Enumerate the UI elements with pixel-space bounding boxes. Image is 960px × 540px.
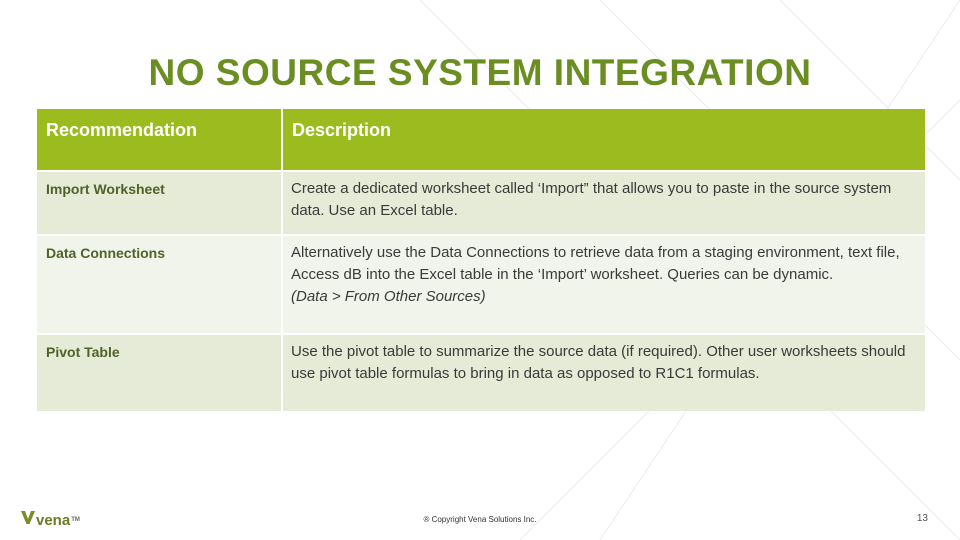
- recommendation-description: Alternatively use the Data Connections t…: [281, 234, 925, 334]
- page-number: 13: [916, 513, 928, 524]
- table-row: Data Connections Alternatively use the D…: [37, 234, 925, 334]
- description-text: Create a dedicated worksheet called ‘Imp…: [291, 180, 892, 219]
- recommendation-name: Import Worksheet: [37, 170, 282, 235]
- table-header-row: Recommendation Description: [37, 109, 925, 171]
- copyright-notice: ® Copyright Vena Solutions Inc.: [423, 515, 537, 524]
- description-note: (Data > From Other Sources): [291, 288, 486, 305]
- recommendation-description: Use the pivot table to summarize the sou…: [281, 333, 925, 411]
- vena-logo-trademark: TM: [71, 517, 80, 523]
- table-row: Import Worksheet Create a dedicated work…: [37, 170, 925, 235]
- recommendation-description: Create a dedicated worksheet called ‘Imp…: [281, 170, 925, 235]
- table-row: Pivot Table Use the pivot table to summa…: [37, 333, 925, 411]
- description-text: Alternatively use the Data Connections t…: [291, 244, 900, 283]
- recommendation-name: Pivot Table: [37, 333, 282, 411]
- vena-logo: vena TM: [21, 511, 80, 529]
- vena-logo-icon: [21, 511, 35, 529]
- recommendations-table: Recommendation Description Import Worksh…: [37, 109, 925, 411]
- description-text: Use the pivot table to summarize the sou…: [291, 343, 906, 382]
- header-recommendation: Recommendation: [37, 109, 282, 171]
- vena-logo-text: vena: [36, 511, 71, 529]
- slide-title: NO SOURCE SYSTEM INTEGRATION: [148, 52, 812, 93]
- recommendation-name: Data Connections: [37, 234, 282, 334]
- header-description: Description: [281, 109, 925, 171]
